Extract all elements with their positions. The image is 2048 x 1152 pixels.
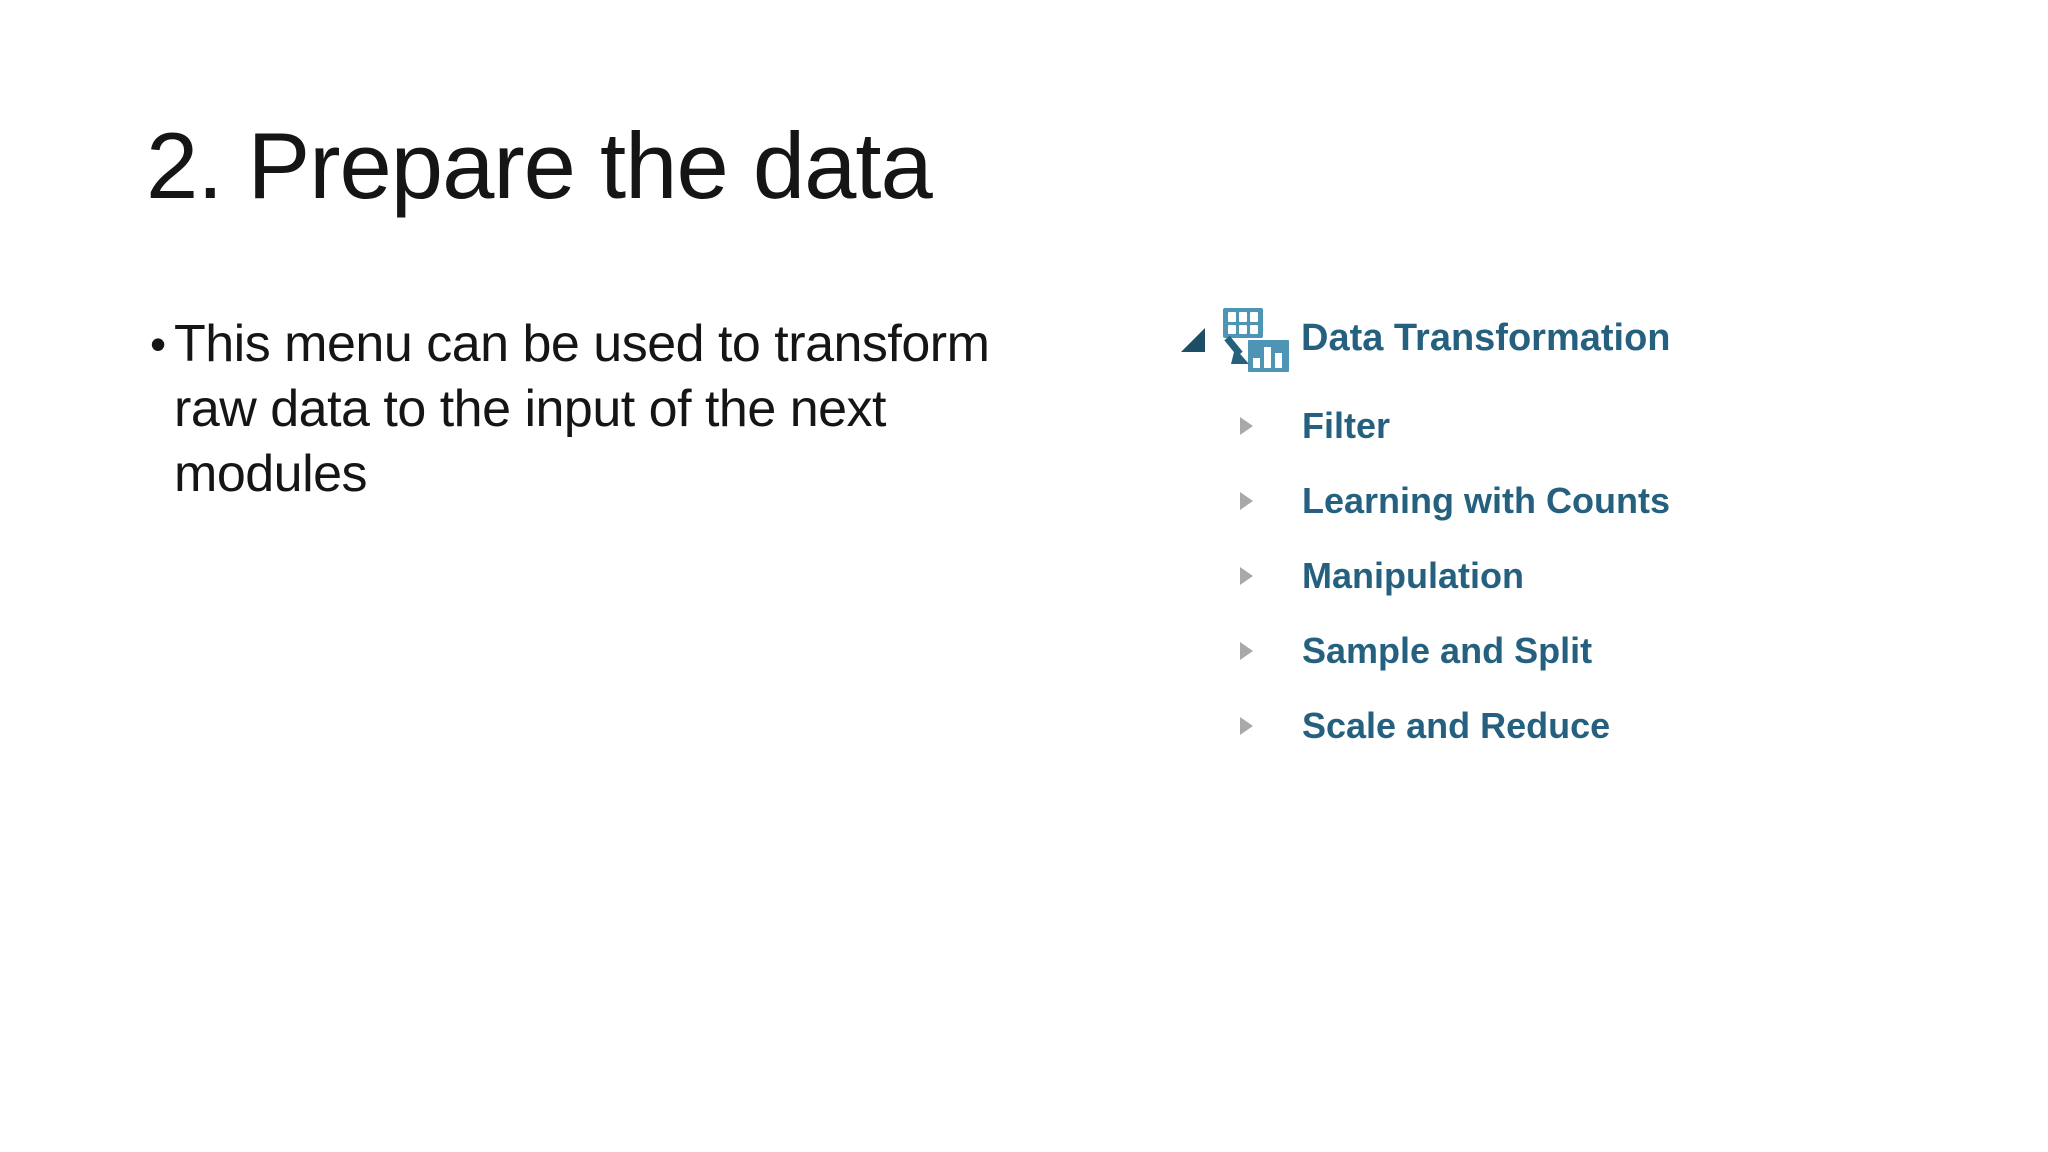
data-transformation-icon: [1221, 304, 1289, 372]
table-grid-icon: [1223, 308, 1263, 338]
page-title: 2. Prepare the data: [146, 113, 933, 218]
expander-expanded-icon[interactable]: [1180, 327, 1206, 353]
tree-item-manipulation[interactable]: Manipulation: [1180, 538, 1800, 613]
bullet-text: This menu can be used to transform raw d…: [174, 315, 990, 503]
transform-arrow-icon: [1224, 335, 1249, 364]
tree-item-label[interactable]: Manipulation: [1302, 554, 1524, 596]
expander-collapsed-icon[interactable]: [1240, 566, 1253, 585]
tree-item-sample-and-split[interactable]: Sample and Split: [1180, 613, 1800, 688]
data-transformation-tree: Data Transformation Filter Learning with…: [1180, 300, 1800, 763]
bar-chart-icon: [1248, 340, 1289, 372]
tree-item-label[interactable]: Sample and Split: [1302, 629, 1593, 671]
tree-item-label[interactable]: Learning with Counts: [1302, 479, 1670, 521]
bullet-item: • This menu can be used to transform raw…: [150, 312, 1019, 507]
tree-item-label[interactable]: Scale and Reduce: [1302, 704, 1611, 746]
tree-item-filter[interactable]: Filter: [1180, 388, 1800, 463]
expander-collapsed-icon[interactable]: [1240, 716, 1253, 735]
tree-item-learning-with-counts[interactable]: Learning with Counts: [1180, 463, 1800, 538]
expander-collapsed-icon[interactable]: [1240, 416, 1253, 435]
tree-root-label[interactable]: Data Transformation: [1301, 316, 1671, 359]
tree-root-data-transformation[interactable]: Data Transformation: [1180, 300, 1800, 376]
bullet-marker: •: [150, 318, 167, 370]
tree-item-label[interactable]: Filter: [1302, 404, 1391, 446]
expander-collapsed-icon[interactable]: [1240, 491, 1253, 510]
expander-collapsed-icon[interactable]: [1240, 641, 1253, 660]
tree-item-scale-and-reduce[interactable]: Scale and Reduce: [1180, 688, 1800, 763]
